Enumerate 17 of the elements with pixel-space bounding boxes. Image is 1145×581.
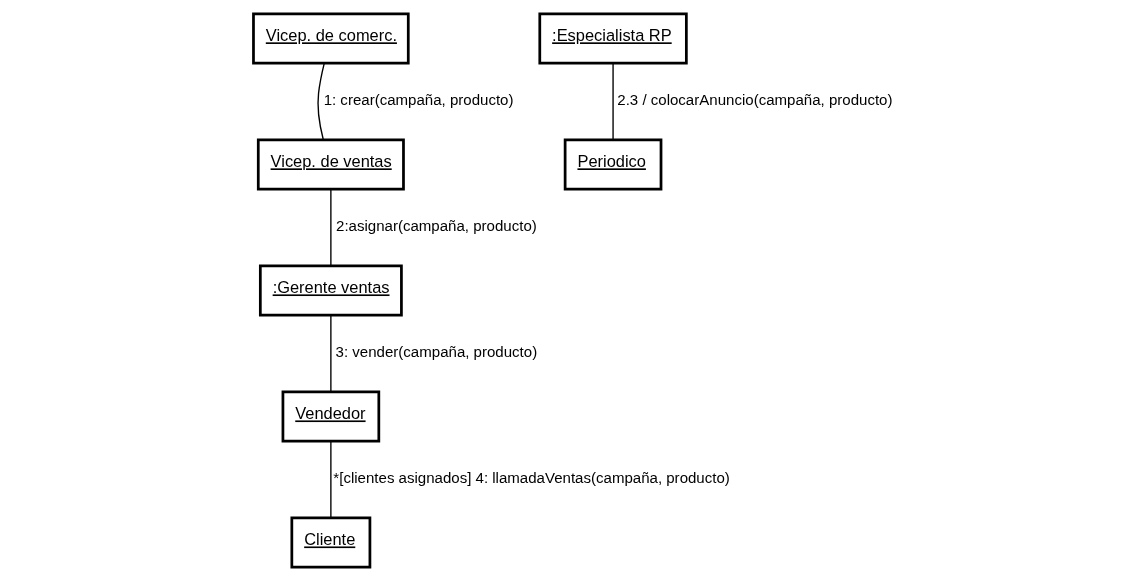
node-box: Vicep. de comerc. xyxy=(251,12,410,65)
edge-label: 2:asignar(campaña, producto) xyxy=(335,217,537,235)
node-box: Cliente xyxy=(289,516,371,569)
node-box: Vicep. de ventas xyxy=(256,138,405,191)
connector xyxy=(316,62,325,140)
connector xyxy=(329,314,332,393)
node-box: Vendedor xyxy=(281,390,380,443)
edge-label: 1: crear(campaña, producto) xyxy=(323,91,514,109)
node-box: :Gerente ventas xyxy=(258,264,403,317)
edge-label: *[clientes asignados] 4: llamadaVentas(campaña, producto) xyxy=(332,469,730,487)
node-box: :Especialista RP xyxy=(537,12,688,65)
edge-label: 3: vender(campaña, producto) xyxy=(335,343,537,361)
connector xyxy=(329,188,332,267)
connector xyxy=(611,62,614,141)
node-box: Periodico xyxy=(563,138,662,191)
connector xyxy=(329,440,332,519)
edge-label: 2.3 / colocarAnuncio(campaña, producto) xyxy=(616,91,892,109)
